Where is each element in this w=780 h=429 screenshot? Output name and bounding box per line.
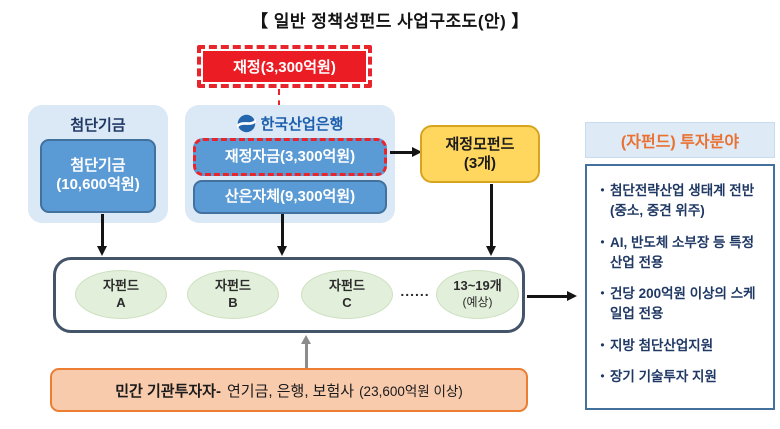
- fiscal-tag: 재정(3,300억원): [197, 45, 372, 88]
- kdb-fiscal-box: 재정자금(3,300억원): [193, 138, 387, 176]
- kdb-logo-icon: [236, 114, 256, 133]
- invest-item: • AI, 반도체 소부장 등 특정산업 전용: [595, 233, 765, 274]
- advanced-fund-box: 첨단기금 (10,600억원): [40, 139, 156, 213]
- sub-fund-c-line1: 자펀드: [329, 277, 365, 293]
- arrow-motherfund-to-pool-line: [490, 184, 493, 247]
- arrow-kdb-to-motherfund-line: [390, 151, 414, 154]
- sub-fund-count: 13~19개 (예상): [436, 270, 519, 319]
- invest-item-text: 장기 기술투자 지원: [610, 368, 717, 384]
- sub-fund-a: 자펀드 A: [75, 270, 167, 319]
- investors-amount: (23,600억원 이상): [359, 384, 463, 399]
- investors-bold: 민간 기관투자자-: [115, 382, 221, 400]
- sub-fund-b: 자펀드 B: [187, 270, 279, 319]
- bullet-icon: •: [600, 234, 605, 249]
- invest-item-text: 지방 첨단산업지원: [610, 337, 714, 353]
- arrow-kdbown-to-pool-head: [277, 246, 287, 256]
- bullet-icon: •: [600, 286, 605, 300]
- invest-item: • 장기 기술투자 지원: [595, 367, 765, 387]
- arrow-motherfund-to-pool-head: [486, 246, 496, 256]
- advanced-fund-box-line1: 첨단기금: [70, 157, 126, 175]
- mother-fund-line1: 재정모펀드: [445, 135, 515, 153]
- sub-fund-a-line1: 자펀드: [103, 277, 139, 293]
- advanced-fund-group-title: 첨단기금: [70, 117, 126, 134]
- invest-item-text: 첨단전략산업 생태계 전반 (중소, 중견 위주): [610, 183, 755, 219]
- kdb-header: 한국산업은행: [185, 113, 395, 134]
- arrow-advancedfund-to-pool-head: [97, 246, 107, 256]
- advanced-fund-group: 첨단기금 첨단기금 (10,600억원): [28, 105, 168, 223]
- arrow-advancedfund-to-pool-line: [101, 214, 104, 247]
- bullet-icon: •: [600, 337, 605, 352]
- bullet-icon: •: [600, 183, 605, 197]
- invest-panel-header: (자펀드) 투자분야: [585, 122, 775, 158]
- kdb-own-box: 산은자체(9,300억원): [193, 180, 387, 214]
- sub-fund-ellipsis: ......: [400, 283, 430, 299]
- sub-fund-c-line2: C: [342, 294, 352, 310]
- invest-panel-body: • 첨단전략산업 생태계 전반 (중소, 중견 위주) • AI, 반도체 소부…: [585, 164, 775, 410]
- sub-fund-a-line2: A: [116, 294, 126, 310]
- arrow-investors-to-pool-head: [301, 335, 311, 344]
- investors-rest: 연기금, 은행, 보험사: [226, 382, 355, 400]
- arrow-pool-to-panel-head: [567, 291, 577, 301]
- invest-item: • 첨단전략산업 생태계 전반 (중소, 중견 위주): [595, 181, 765, 222]
- advanced-fund-box-line2: (10,600억원): [56, 176, 140, 193]
- fiscal-tag-label: 재정(3,300억원): [203, 51, 366, 82]
- sub-fund-count-line2: (예상): [462, 295, 493, 310]
- invest-item: • 건당 200억원 이상의 스케일업 전용: [595, 284, 765, 325]
- mother-fund-box: 재정모펀드 (3개): [420, 125, 540, 183]
- sub-fund-b-line1: 자펀드: [215, 277, 251, 293]
- invest-item-text: 건당 200억원 이상의 스케일업 전용: [610, 286, 756, 322]
- investors-box: 민간 기관투자자- 연기금, 은행, 보험사 (23,600억원 이상): [50, 368, 528, 412]
- sub-fund-b-line2: B: [228, 294, 238, 310]
- page-title: 【 일반 정책성펀드 사업구조도(안) 】: [250, 12, 530, 31]
- arrow-kdbown-to-pool-line: [281, 214, 284, 247]
- arrow-investors-to-pool-line: [305, 343, 308, 368]
- kdb-bank-name: 한국산업은행: [260, 116, 344, 133]
- mother-fund-line2: (3개): [463, 155, 497, 172]
- invest-item-text: AI, 반도체 소부장 등 특정산업 전용: [610, 234, 755, 270]
- kdb-group: 한국산업은행 재정자금(3,300억원) 산은자체(9,300억원): [185, 105, 395, 223]
- sub-fund-c: 자펀드 C: [301, 270, 393, 319]
- arrow-pool-to-panel-line: [527, 295, 569, 298]
- bullet-icon: •: [600, 368, 605, 383]
- sub-fund-count-line1: 13~19개: [453, 278, 502, 294]
- invest-item: • 지방 첨단산업지원: [595, 336, 765, 356]
- arrow-kdb-to-motherfund-head: [412, 147, 422, 157]
